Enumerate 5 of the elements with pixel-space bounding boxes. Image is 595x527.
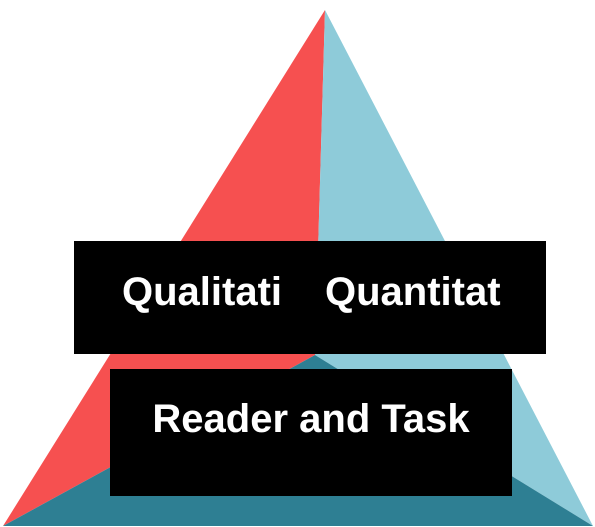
section-label: Quantitat [325,269,501,315]
section-label: Qualitati [122,269,282,315]
section-label: Reader and Task [151,396,471,442]
label-panel [110,369,512,496]
label-panel [74,241,546,354]
